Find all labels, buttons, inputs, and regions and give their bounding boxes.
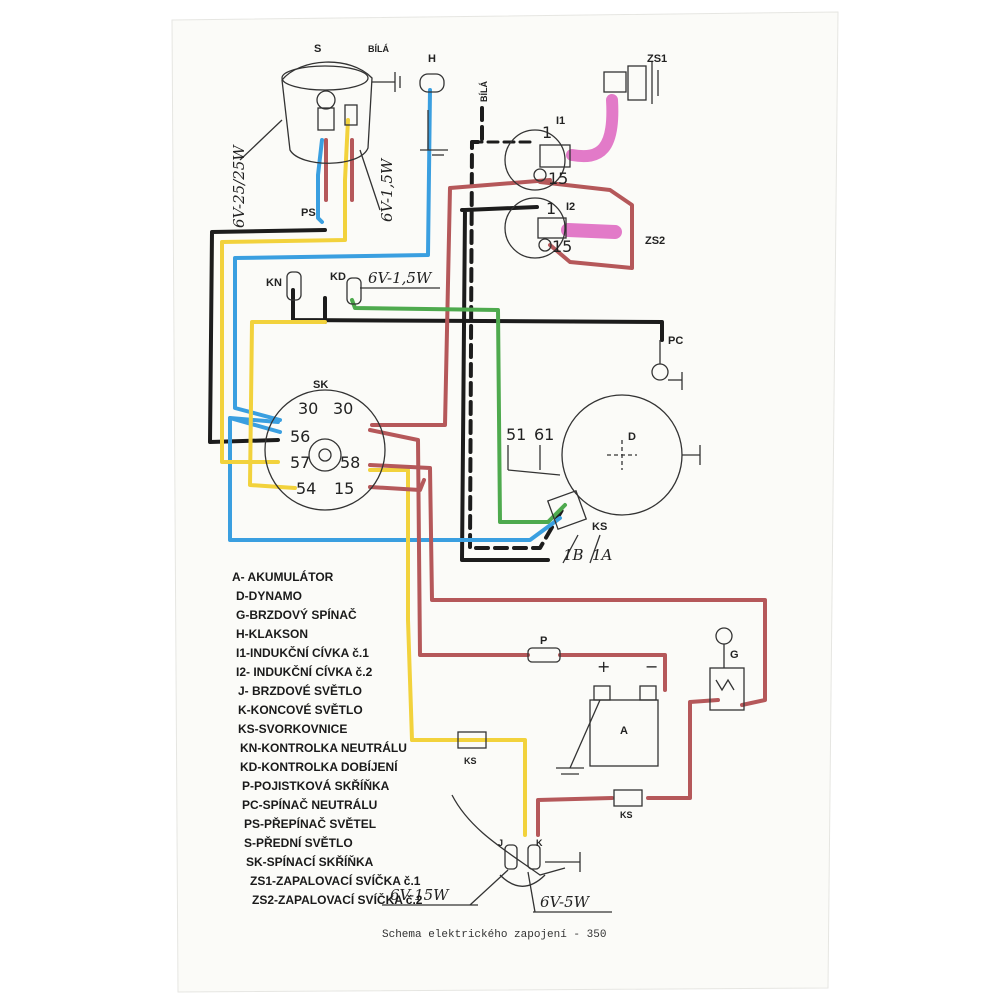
legend-item: A- AKUMULÁTOR bbox=[232, 569, 334, 584]
label-1b: 1B bbox=[563, 546, 584, 564]
label-d: D bbox=[628, 431, 636, 443]
lamp-kn bbox=[286, 271, 302, 301]
red-wires bbox=[324, 138, 767, 837]
legend-item: H-KLAKSON bbox=[236, 627, 308, 641]
battery bbox=[589, 699, 659, 767]
legend-item: P-POJISTKOVÁ SKŘÍŇKA bbox=[242, 778, 390, 793]
black-wires bbox=[208, 205, 664, 562]
sk-terminal-56: 56 bbox=[290, 427, 310, 446]
sk-terminal-58: 58 bbox=[340, 453, 360, 472]
coil1-terminal-15: 15 bbox=[548, 169, 568, 188]
label-zs1: ZS1 bbox=[647, 53, 667, 65]
ht-lead-1 bbox=[566, 94, 619, 163]
sk-terminal-54: 54 bbox=[296, 479, 316, 498]
coil2-terminal-15: 15 bbox=[552, 237, 572, 256]
terminal-ks-1 bbox=[457, 731, 487, 749]
label-bulb-brake: 6V-15W bbox=[390, 886, 450, 904]
ignition-coil-1 bbox=[504, 129, 566, 191]
ignition-box bbox=[264, 389, 386, 511]
label-g: G bbox=[730, 649, 739, 661]
label-ks-1: KS bbox=[464, 756, 477, 766]
headlight bbox=[281, 61, 373, 164]
label-pc: PC bbox=[668, 335, 683, 347]
label-kd: KD bbox=[330, 271, 346, 283]
wires bbox=[208, 88, 767, 837]
legend-item: K-KONCOVÉ SVĚTLO bbox=[238, 702, 363, 717]
dynamo-terminal-61: 61 bbox=[534, 425, 554, 444]
label-bulb-tail: 6V-5W bbox=[540, 893, 591, 911]
label-ks-2: KS bbox=[620, 810, 633, 820]
sk-terminal-57: 57 bbox=[290, 453, 310, 472]
coil2-terminal-1: 1 bbox=[546, 199, 556, 218]
sk-terminal-30b: 30 bbox=[333, 399, 353, 418]
label-bila-1: BÍLÁ bbox=[368, 44, 389, 54]
label-a: A bbox=[620, 725, 628, 737]
legend-item: PC-SPÍNAČ NEUTRÁLU bbox=[242, 797, 377, 812]
label-bulb-main: 6V-25/25W bbox=[230, 144, 248, 228]
label-bila-2: BÍLÁ bbox=[479, 81, 489, 102]
legend-item: ZS2-ZAPALOVACÍ SVÍČKA č.2 bbox=[252, 892, 423, 907]
legend-item: S-PŘEDNÍ SVĚTLO bbox=[244, 835, 353, 850]
green-wire bbox=[350, 298, 567, 524]
label-ps: PS bbox=[301, 207, 316, 219]
dashed-wire bbox=[468, 106, 564, 550]
label-j: J bbox=[498, 838, 503, 848]
ht-lead-2 bbox=[561, 223, 622, 239]
terminal-block bbox=[546, 489, 588, 531]
label-minus: − bbox=[645, 657, 658, 676]
legend-item: PS-PŘEPÍNAČ SVĚTEL bbox=[244, 816, 376, 831]
label-zs2: ZS2 bbox=[645, 235, 665, 247]
legend-item: ZS1-ZAPALOVACÍ SVÍČKA č.1 bbox=[250, 873, 421, 888]
legend-item: I1-INDUKČNÍ CÍVKA č.1 bbox=[236, 645, 369, 660]
terminal-ks-2 bbox=[613, 789, 643, 807]
label-i1: I1 bbox=[556, 115, 565, 127]
fuse bbox=[527, 647, 561, 663]
components bbox=[239, 61, 745, 913]
label-ks-terminal: KS bbox=[592, 521, 607, 533]
legend-item: SK-SPÍNACÍ SKŘÍŇKA bbox=[246, 854, 374, 869]
label-p: P bbox=[540, 635, 547, 647]
label-kn: KN bbox=[266, 277, 282, 289]
legend-item: D-DYNAMO bbox=[236, 589, 302, 603]
yellow-wires bbox=[220, 118, 527, 837]
label-i2: I2 bbox=[566, 201, 575, 213]
spark-plug-1 bbox=[603, 71, 627, 93]
ignition-coil-2 bbox=[504, 197, 566, 259]
component-labels: S BÍLÁ H BÍLÁ ZS1 I1 I2 ZS2 PS KN KD PC … bbox=[230, 43, 739, 911]
label-bulb-park: 6V-1,5W bbox=[378, 157, 396, 222]
label-h: H bbox=[428, 53, 436, 65]
legend-item: KS-SVORKOVNICE bbox=[238, 722, 347, 736]
legend-item: G-BRZDOVÝ SPÍNAČ bbox=[236, 607, 357, 622]
label-sk: SK bbox=[313, 379, 328, 391]
legend-item: KN-KONTROLKA NEUTRÁLU bbox=[240, 740, 407, 755]
legend: A- AKUMULÁTOR D-DYNAMO G-BRZDOVÝ SPÍNAČ … bbox=[232, 569, 423, 907]
sk-terminal-15: 15 bbox=[334, 479, 354, 498]
legend-item: I2- INDUKČNÍ CÍVKA č.2 bbox=[236, 664, 373, 679]
legend-item: KD-KONTROLKA DOBÍJENÍ bbox=[240, 759, 398, 774]
dynamo-terminal-51: 51 bbox=[506, 425, 526, 444]
label-plus: + bbox=[597, 657, 610, 676]
legend-item: J- BRZDOVÉ SVĚTLO bbox=[238, 683, 362, 698]
label-bulb-kd: 6V-1,5W bbox=[368, 269, 433, 287]
rear-lamp bbox=[451, 794, 566, 876]
horn bbox=[419, 73, 445, 93]
sk-terminal-30a: 30 bbox=[298, 399, 318, 418]
label-1a: 1A bbox=[592, 546, 613, 564]
lamp-kd bbox=[346, 277, 362, 305]
coil1-terminal-1: 1 bbox=[542, 123, 552, 142]
label-s: S bbox=[314, 43, 321, 55]
diagram-caption: Schema elektrického zapojení - 350 bbox=[382, 929, 606, 941]
label-k: K bbox=[536, 838, 543, 848]
